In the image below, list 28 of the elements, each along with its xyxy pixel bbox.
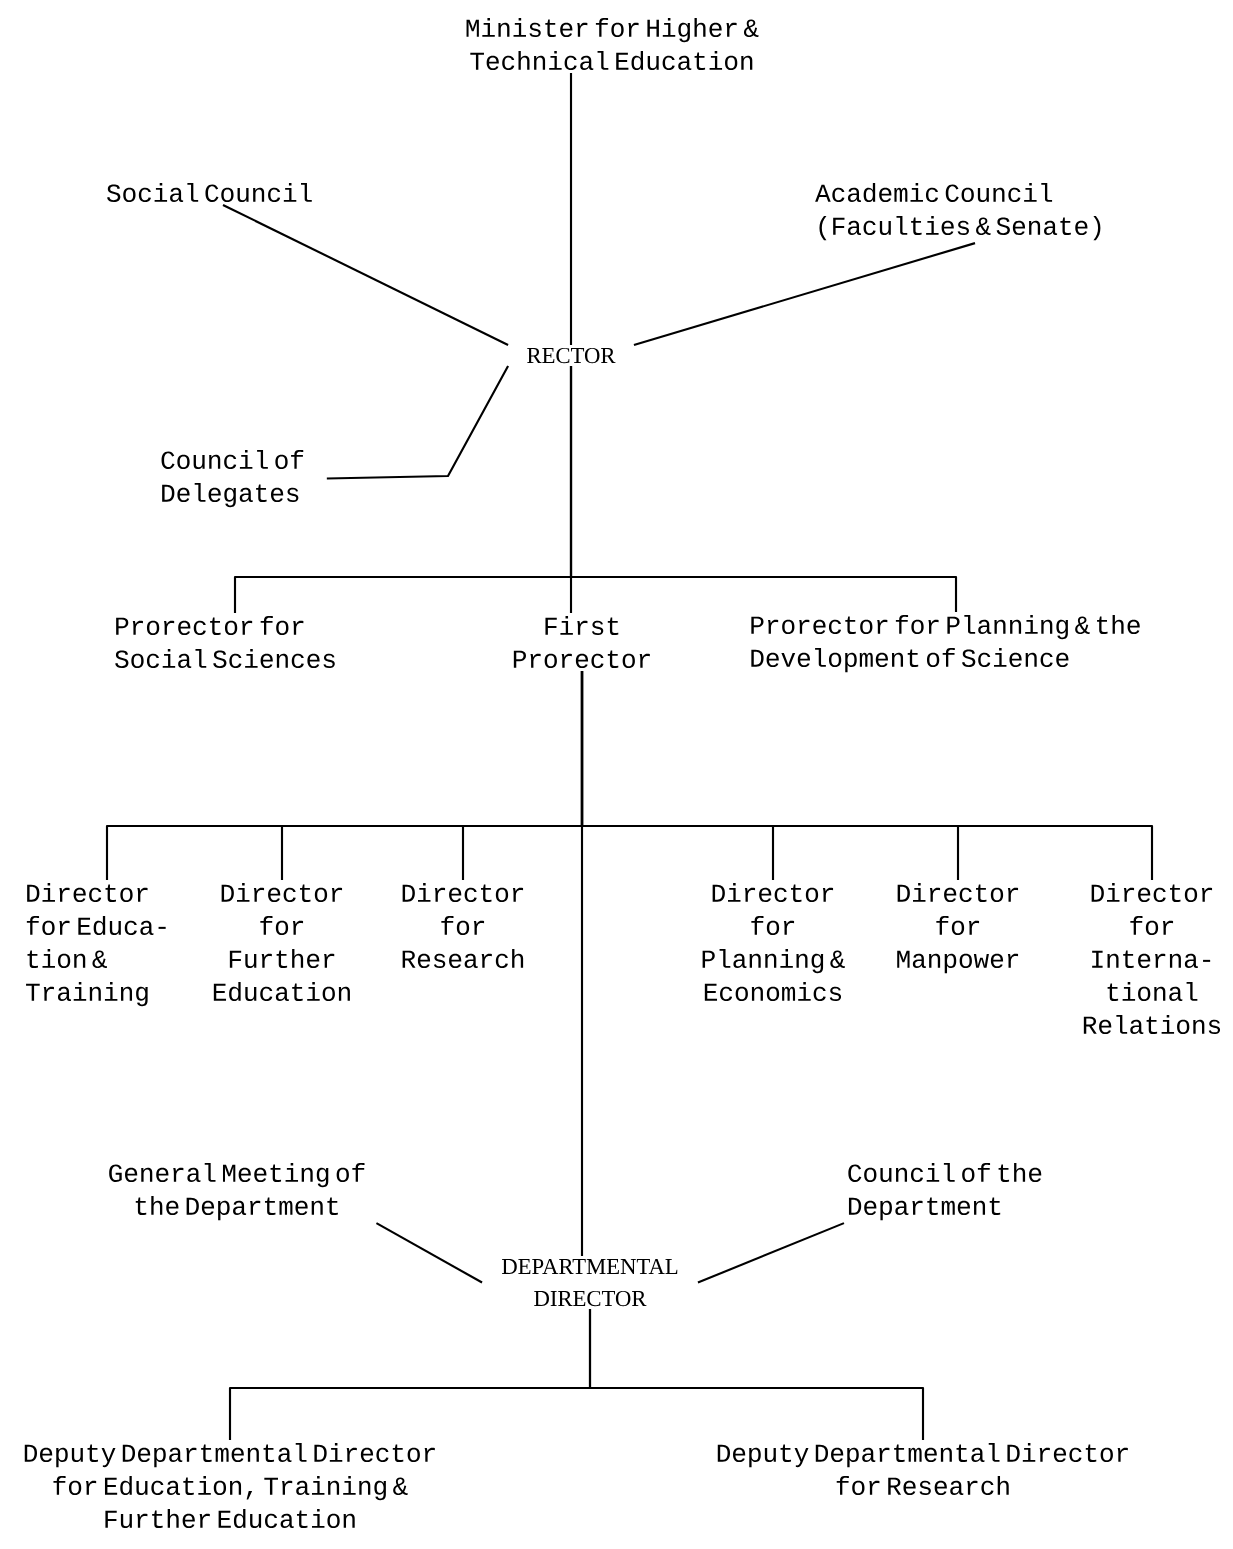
position-label: Council of Delegates xyxy=(161,449,304,508)
position-label: Deputy Departmental Director for Education, Training & Further Education xyxy=(24,1442,435,1529)
position-label: Social Council xyxy=(107,182,312,203)
connector-line xyxy=(326,365,509,480)
connector-line xyxy=(633,242,976,347)
connector-line xyxy=(569,366,958,612)
position-label: Director for Interna- tional Relations xyxy=(1083,882,1221,1035)
position-label: Prorector for Social Sciences xyxy=(115,615,335,669)
connector-line xyxy=(569,73,573,345)
position-label: Director for Manpower xyxy=(897,882,1019,974)
connector-line xyxy=(580,670,584,1256)
position-label: First Prorector xyxy=(513,615,650,669)
position-label: RECTOR xyxy=(527,347,616,364)
position-label: Director for Research xyxy=(402,882,524,969)
position-label: Director for Further Education xyxy=(213,882,350,1002)
connector-line xyxy=(588,1309,925,1440)
position-label: General Meeting of the Department xyxy=(109,1162,365,1221)
position-label: Deputy Departmental Director for Research xyxy=(717,1442,1128,1496)
connector-line xyxy=(375,1222,483,1284)
position-label: Director for Educa- tion & Training xyxy=(26,882,166,1007)
position-label: Minister for Higher & Technical Education xyxy=(466,17,759,71)
position-label: Prorector for Planning & the Development of Science xyxy=(751,614,1140,673)
position-label: Director for Planning & Economics xyxy=(702,882,845,1002)
position-label: Academic Council (Faculties & Senate) xyxy=(815,182,1101,241)
position-label: Council of the Department xyxy=(848,1162,1042,1221)
connector-line xyxy=(222,204,509,346)
connector-line xyxy=(697,1222,845,1284)
position-label: DEPARTMENTAL DIRECTOR xyxy=(502,1258,678,1307)
